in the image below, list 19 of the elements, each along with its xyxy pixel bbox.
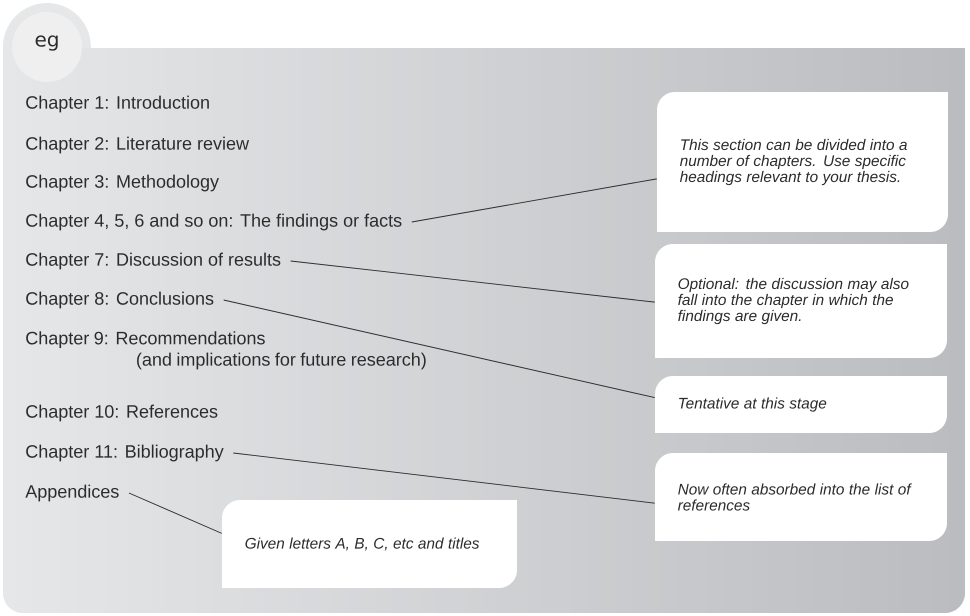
- callout-box: Tentative at this stage: [655, 376, 947, 433]
- leader-line: [128, 492, 222, 534]
- chapter-text: Chapter 10: References: [26, 404, 218, 422]
- chapter-text: Chapter 4, 5, 6 and so on: The findings or facts: [26, 214, 402, 230]
- chapter-text: Chapter 8: Conclusions: [26, 292, 214, 308]
- callout-box: This section can be divided into a number of chapters. Use specific headings relevant to your thesis.: [657, 92, 948, 232]
- callout-box: Optional: the discussion may also fall into the chapter in which the findings are given.: [655, 244, 947, 358]
- chapter-text: Chapter 7: Discussion of results: [26, 252, 280, 270]
- callout-box: Now often absorbed into the list of references: [655, 453, 947, 541]
- chapter-text: Chapter 9: Recommendations (and implications for future research): [26, 331, 426, 370]
- chapter-text: Appendices: [25, 484, 119, 502]
- callout-box: Given letters A, B, C, etc and titles: [222, 500, 517, 588]
- leader-line: [232, 452, 656, 504]
- leader-line: [411, 178, 658, 222]
- leader-line: [290, 260, 656, 303]
- chapter-text: Chapter 3: Methodology: [26, 174, 219, 192]
- leader-line: [223, 300, 656, 398]
- chapter-text: Chapter 11: Bibliography: [26, 444, 224, 462]
- chapter-text: Chapter 2: Literature review: [26, 136, 250, 154]
